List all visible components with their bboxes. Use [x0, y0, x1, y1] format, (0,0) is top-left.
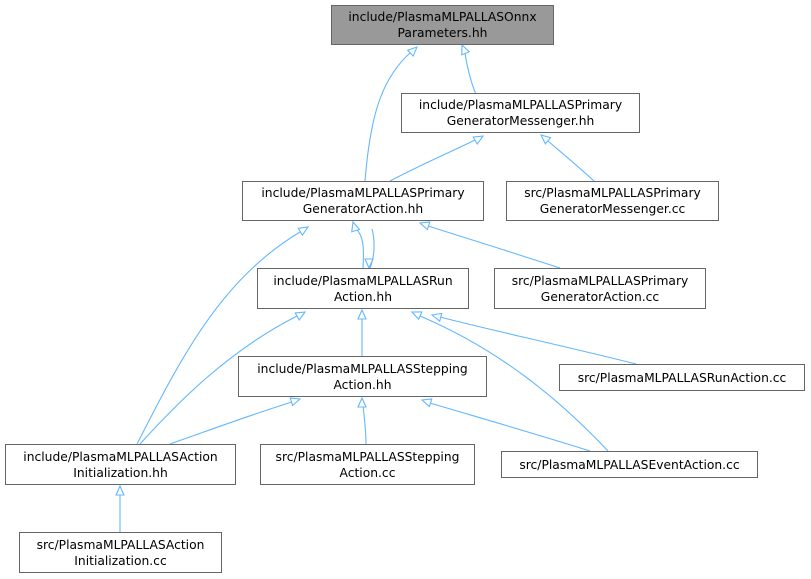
- node-run-action-cc[interactable]: src/PlasmaMLPALLASRunAction.cc: [559, 364, 805, 391]
- node-label-line1: include/PlasmaMLPALLASRun: [273, 273, 453, 288]
- edge-pga-messenger-hh-to-pga-messenger-cc: [539, 134, 595, 182]
- node-event-action-cc[interactable]: src/PlasmaMLPALLASEventAction.cc: [501, 451, 758, 478]
- arrowhead: [420, 398, 433, 408]
- node-label-line1: include/PlasmaMLPALLASOnnx: [348, 10, 537, 24]
- edge-pga-messenger-hh-to-pga-action-hh: [389, 135, 485, 182]
- node-label-line2: Action.cc: [339, 465, 396, 480]
- node-label-line2: GeneratorAction.hh: [302, 202, 424, 216]
- arrowhead: [357, 396, 367, 408]
- node-label-line2: GeneratorAction.cc: [540, 289, 660, 304]
- node-primary-generator-action-hh[interactable]: include/PlasmaMLPALLASPrimary GeneratorA…: [242, 181, 484, 221]
- arrowhead: [539, 134, 552, 145]
- arrowhead: [357, 308, 367, 320]
- arrowhead: [406, 46, 418, 58]
- arrowhead: [351, 220, 361, 233]
- node-action-initialization-cc[interactable]: src/PlasmaMLPALLASAction Initialization.…: [19, 532, 222, 573]
- node-primary-generator-messenger-cc[interactable]: src/PlasmaMLPALLASPrimary GeneratorMesse…: [506, 181, 719, 221]
- node-label-line1: src/PlasmaMLPALLASPrimary: [511, 273, 689, 288]
- edge-run-action-hh-to-event-action-cc: [410, 311, 609, 452]
- node-run-action-hh[interactable]: include/PlasmaMLPALLASRun Action.hh: [257, 268, 469, 309]
- node-label-line1: src/PlasmaMLPALLASPrimary: [524, 186, 701, 200]
- node-label-line2: Action.hh: [333, 289, 392, 304]
- arrowhead: [418, 221, 431, 231]
- node-label-line2: GeneratorMessenger.hh: [446, 114, 595, 128]
- node-label-line1: include/PlasmaMLPALLASPrimary: [261, 186, 465, 200]
- arrowhead: [410, 311, 423, 321]
- node-label-line1: src/PlasmaMLPALLASRunAction.cc: [577, 370, 787, 385]
- node-stepping-action-hh[interactable]: include/PlasmaMLPALLASStepping Action.hh: [238, 356, 487, 397]
- arrowhead: [294, 311, 307, 321]
- node-label-line1: src/PlasmaMLPALLASEventAction.cc: [519, 457, 740, 472]
- arrowhead: [461, 43, 471, 56]
- edge-onnx-params-hh-to-pga-action-hh: [364, 46, 418, 182]
- edge-stepping-action-hh-to-action-init-hh: [169, 397, 302, 445]
- edge-run-action-hh-to-action-init-hh: [139, 311, 307, 445]
- arrowhead: [364, 258, 374, 270]
- arrowhead: [297, 226, 310, 237]
- edge-pga-action-hh-to-run-action-hh: [351, 220, 365, 269]
- node-label-line2: Initialization.cc: [74, 553, 167, 568]
- node-label-line1: include/PlasmaMLPALLASAction: [23, 449, 218, 464]
- node-label-line1: src/PlasmaMLPALLASAction: [36, 537, 205, 552]
- edge-run-action-hh-to-stepping-action-hh: [357, 308, 367, 356]
- edge-stepping-action-hh-to-stepping-action-cc: [357, 396, 367, 445]
- arrowhead: [430, 312, 443, 323]
- node-action-initialization-hh[interactable]: include/PlasmaMLPALLASAction Initializat…: [5, 444, 236, 485]
- node-label-line2: Parameters.hh: [397, 26, 488, 40]
- edge-run-action-hh-to-run-action-cc: [430, 312, 637, 365]
- node-label-line1: include/PlasmaMLPALLASPrimary: [418, 98, 623, 112]
- node-primary-generator-messenger-hh[interactable]: include/PlasmaMLPALLASPrimary GeneratorM…: [401, 93, 640, 133]
- node-primary-generator-action-cc[interactable]: src/PlasmaMLPALLASPrimary GeneratorActio…: [494, 268, 706, 309]
- edge-action-init-hh-to-action-init-cc: [115, 484, 125, 532]
- edge-stepping-action-hh-to-event-action-cc: [420, 398, 591, 452]
- node-label-line2: GeneratorMessenger.cc: [539, 202, 686, 216]
- node-label-line1: include/PlasmaMLPALLASStepping: [257, 361, 468, 376]
- edge-run-action-hh-to-pga-action-hh: [364, 228, 375, 270]
- node-label-line2: Initialization.hh: [73, 465, 168, 480]
- edge-pga-action-hh-to-pga-action-cc: [418, 221, 561, 269]
- node-stepping-action-cc[interactable]: src/PlasmaMLPALLASStepping Action.cc: [260, 444, 475, 485]
- arrowhead: [472, 135, 485, 146]
- node-label-line1: src/PlasmaMLPALLASStepping: [275, 449, 460, 464]
- node-label-line2: Action.hh: [333, 377, 392, 392]
- edge-pga-action-hh-to-action-init-hh: [136, 226, 310, 445]
- arrowhead: [115, 484, 125, 496]
- arrowhead: [289, 397, 302, 407]
- node-onnx-parameters-hh: include/PlasmaMLPALLASOnnx Parameters.hh: [331, 5, 554, 45]
